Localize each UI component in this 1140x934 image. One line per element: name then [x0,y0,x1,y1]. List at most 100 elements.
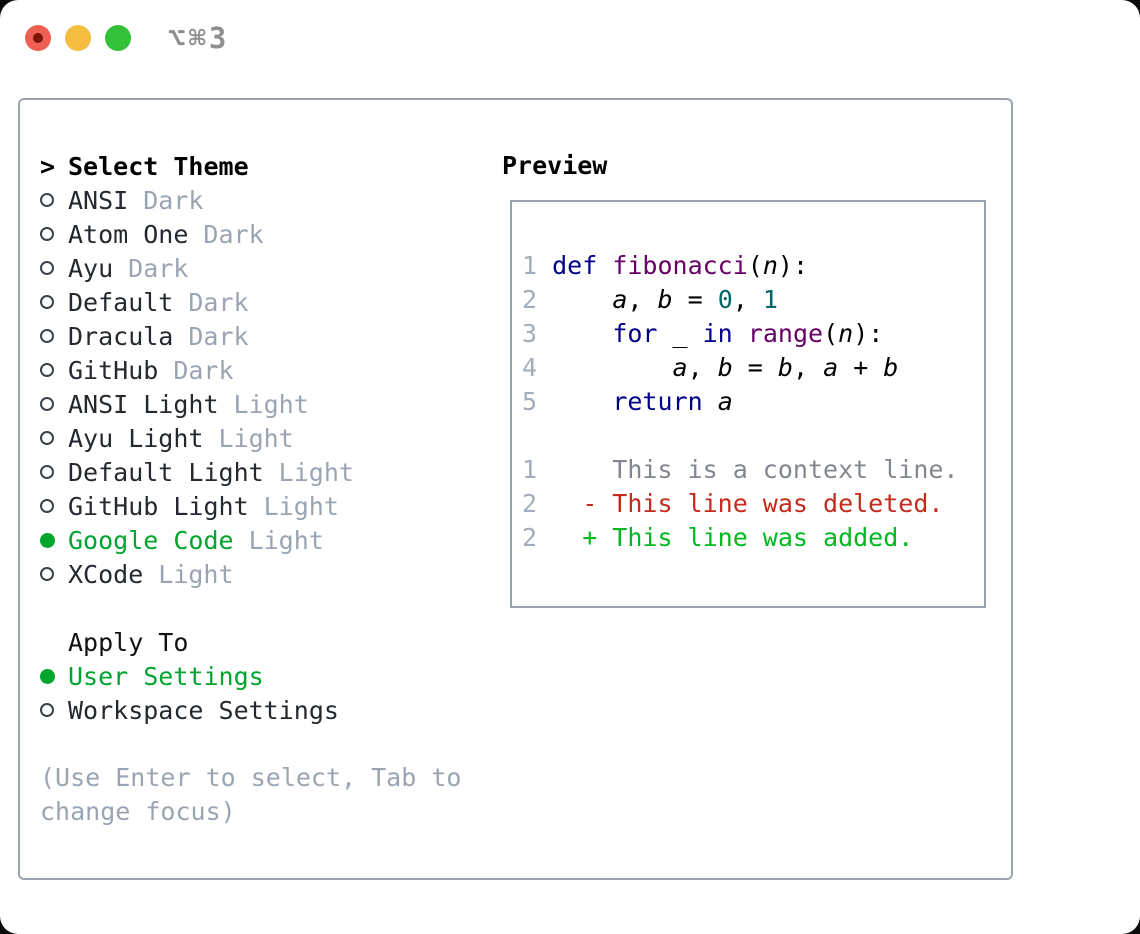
blank-line [522,419,984,453]
minimize-button[interactable] [65,25,91,51]
line-number: 2 [522,523,538,552]
code-token: a [612,285,628,314]
code-token [733,319,748,348]
option-label: Ayu Light [68,423,204,453]
focus-caret-icon: > [40,151,56,181]
spacer [40,727,461,761]
option-variant-label: Light [218,423,294,453]
option-variant-label: Dark [188,287,249,317]
code-token: a [672,353,688,382]
code-token [552,353,672,382]
option-label: GitHub Light [68,491,249,521]
code-line: 2 a, b = 0, 1 [522,283,984,317]
theme-option-ayu-light[interactable]: Ayu Light Light [40,421,461,455]
theme-option-ansi[interactable]: ANSI Dark [40,183,461,217]
code-token: , [687,353,718,382]
option-label: GitHub [68,355,159,385]
zoom-button[interactable] [105,25,131,51]
option-label: Default [68,287,174,317]
radio-unselected-icon [40,295,68,309]
code-line: 4 a, b = b, a + b [522,351,984,385]
code-line: 5 return a [522,385,984,419]
apply-to-header: Apply To [40,625,461,659]
code-token: ): [853,319,884,348]
window-title: ⌥⌘3 [168,21,230,55]
radio-unselected-icon [40,499,68,513]
code-token: ( [747,251,763,280]
option-label: Dracula [68,321,174,351]
radio-unselected-icon [40,397,68,411]
option-variant-label: Dark [143,185,204,215]
option-label: ANSI [68,185,129,215]
code-token: This is a context line. [552,455,959,484]
radio-selected-icon [40,532,68,548]
code-token: b [777,353,793,382]
option-variant-label: Dark [128,253,189,283]
code-token: a [823,353,839,382]
radio-unselected-icon [40,567,68,581]
radio-unselected-icon [40,703,68,717]
code-token: b [717,353,733,382]
line-number: 1 [522,251,538,280]
apply-to-label: Apply To [68,627,189,657]
code-token: = [732,353,778,382]
code-token [552,285,612,314]
radio-unselected-icon [40,261,68,275]
radio-unselected-icon [40,431,68,445]
apply-option-workspace-settings[interactable]: Workspace Settings [40,693,461,727]
code-token: + This line was added. [552,523,914,552]
preview-title: Preview [502,151,608,180]
apply-option-user-settings[interactable]: User Settings [40,659,461,693]
radio-unselected-icon [40,227,68,241]
option-label: ANSI Light [68,389,219,419]
option-label: Google Code [68,525,234,555]
code-token: fibonacci [612,251,748,280]
code-token: range [747,319,824,348]
option-label: Ayu [68,253,114,283]
theme-option-github[interactable]: GitHub Dark [40,353,461,387]
radio-unselected-icon [40,329,68,343]
option-label: Default Light [68,457,264,487]
theme-option-default[interactable]: Default Dark [40,285,461,319]
theme-option-dracula[interactable]: Dracula Dark [40,319,461,353]
code-line: 3 for _ in range(n): [522,317,984,351]
option-variant-label: Light [263,491,339,521]
code-token: = [672,285,718,314]
option-variant-label: Light [278,457,354,487]
code-token: b [657,285,673,314]
option-label: User Settings [68,661,264,691]
diff-line: 2 - This line was deleted. [522,487,984,521]
option-variant-label: Light [158,559,234,589]
code-token: return [612,387,703,416]
radio-unselected-icon [40,193,68,207]
hint-text-line: (Use Enter to select, Tab to [40,763,462,792]
theme-option-ayu[interactable]: Ayu Dark [40,251,461,285]
code-token [552,387,612,416]
theme-option-default-light[interactable]: Default Light Light [40,455,461,489]
close-button[interactable] [25,25,51,51]
code-token: for [612,319,658,348]
option-variant-label: Dark [188,321,249,351]
radio-unselected-icon [40,363,68,377]
option-variant-label: Dark [173,355,234,385]
code-token: b [883,353,899,382]
code-token: + [838,353,884,382]
code-token [552,319,612,348]
line-number: 1 [522,455,538,484]
code-token: ( [823,319,839,348]
code-token: , [792,353,824,382]
radio-selected-icon [40,668,68,684]
code-token: def [552,251,613,280]
theme-list-title: Select Theme [68,151,249,181]
theme-option-github-light[interactable]: GitHub Light Light [40,489,461,523]
code-token: , [732,285,763,314]
code-token: - This line was deleted. [552,489,944,518]
